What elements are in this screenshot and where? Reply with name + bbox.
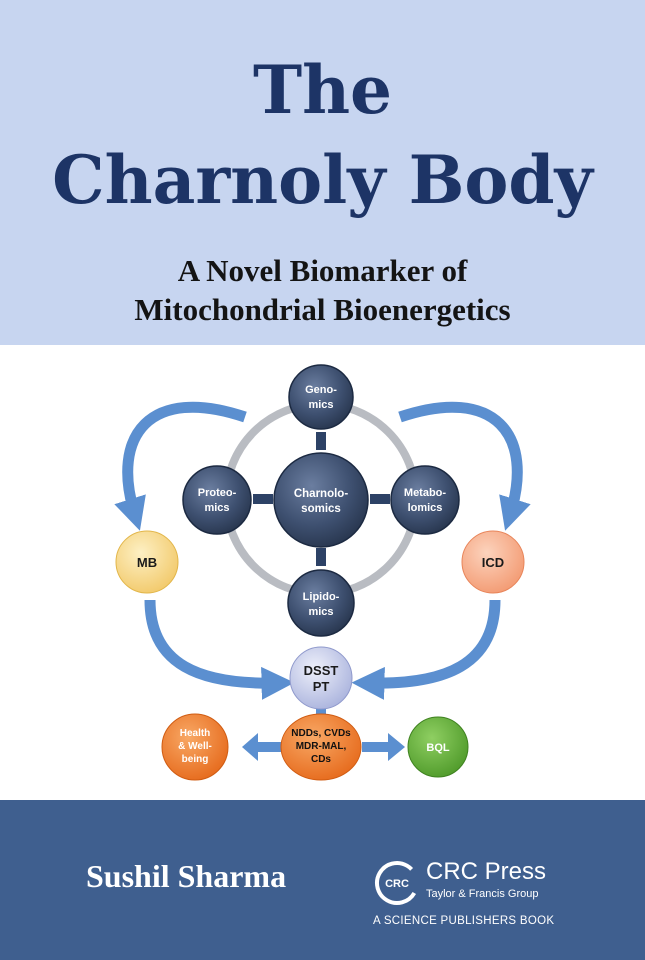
publisher-group: Taylor & Francis Group xyxy=(426,888,539,900)
arrow-icd-to-dsst xyxy=(351,599,501,700)
proteomics-label-1: Proteo- xyxy=(198,487,237,499)
arrow-to-mb xyxy=(114,401,247,531)
proteomics-node: Proteo- mics xyxy=(182,465,252,535)
title-line-1: The xyxy=(252,51,393,129)
icd-node: ICD xyxy=(461,530,525,594)
subtitle-line-2: Mitochondrial Bioenergetics xyxy=(134,292,511,327)
left-right-arrows xyxy=(242,733,405,761)
publisher-name: CRC Press xyxy=(426,858,547,885)
ring-connectors xyxy=(253,432,390,566)
author-name: Sushil Sharma xyxy=(86,858,287,894)
center-label-1: Charnolo- xyxy=(294,488,348,500)
health-label-2: & Well- xyxy=(178,741,212,752)
arrow-mb-to-dsst xyxy=(144,599,295,700)
crc-logo-icon: CRC xyxy=(375,861,419,905)
publisher-tagline: A SCIENCE PUBLISHERS BOOK xyxy=(373,915,555,927)
lipidomics-label-1: Lipido- xyxy=(303,591,340,603)
health-node: Health & Well- being xyxy=(161,713,229,781)
ndds-label-1: NDDs, CVDs xyxy=(291,728,351,739)
metabolomics-label-1: Metabo- xyxy=(404,487,447,499)
health-label-1: Health xyxy=(180,728,211,739)
ndds-label-3: CDs xyxy=(311,754,331,765)
subtitle-line-1: A Novel Biomarker of xyxy=(177,253,468,288)
dsst-node: DSST PT xyxy=(289,646,353,710)
curved-arrows xyxy=(114,401,531,700)
metabolomics-label-2: lomics xyxy=(408,502,443,514)
lipidomics-node: Lipido- mics xyxy=(287,569,355,637)
mb-node: MB xyxy=(115,530,179,594)
mb-label: MB xyxy=(137,555,157,570)
proteomics-label-2: mics xyxy=(204,502,229,514)
ndds-node: NDDs, CVDs MDR-MAL, CDs xyxy=(280,713,362,781)
genomics-label-1: Geno- xyxy=(305,384,337,396)
dsst-label-2: PT xyxy=(313,679,330,694)
title-line-2: Charnoly Body xyxy=(52,141,593,219)
health-label-3: being xyxy=(182,754,209,765)
author-band xyxy=(0,800,645,960)
ndds-label-2: MDR-MAL, xyxy=(296,741,347,752)
title-band xyxy=(0,0,645,345)
genomics-node: Geno- mics xyxy=(288,364,354,430)
dsst-label-1: DSST xyxy=(304,663,339,678)
metabolomics-node: Metabo- lomics xyxy=(390,465,460,535)
crc-logo-text: CRC xyxy=(385,878,409,890)
arrow-to-icd xyxy=(398,401,531,531)
bql-label: BQL xyxy=(426,742,450,754)
charnolosomics-diagram: Charnolo- somics Geno- mics Proteo- mics… xyxy=(114,364,531,781)
icd-label: ICD xyxy=(482,555,504,570)
center-label-2: somics xyxy=(301,503,341,515)
genomics-label-2: mics xyxy=(308,399,333,411)
bql-node: BQL xyxy=(407,716,469,778)
lipidomics-label-2: mics xyxy=(308,606,333,618)
center-node: Charnolo- somics xyxy=(273,452,369,548)
